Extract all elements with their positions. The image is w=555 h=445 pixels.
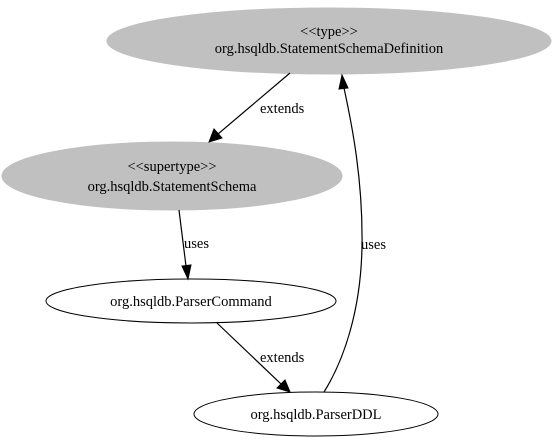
node-parser-ddl[interactable]: org.hsqldb.ParserDDL (193, 391, 439, 437)
edge-definition-extends-schema-label: extends (260, 101, 305, 117)
node-statement-schema-definition[interactable]: <<type>> org.hsqldb.StatementSchemaDefin… (106, 7, 552, 75)
edge-ddl-uses-definition: uses (323, 73, 386, 393)
node-statement-schema[interactable]: <<supertype>> org.hsqldb.StatementSchema (1, 141, 343, 211)
node-statement-schema-label: org.hsqldb.StatementSchema (88, 179, 257, 195)
node-parser-command[interactable]: org.hsqldb.ParserCommand (45, 278, 337, 324)
edge-schema-uses-command-label: uses (184, 236, 209, 252)
node-statement-schema-definition-label: org.hsqldb.StatementSchemaDefinition (215, 41, 444, 57)
edge-command-extends-ddl: extends (216, 322, 305, 393)
edge-schema-uses-command-line (178, 209, 187, 267)
node-parser-command-label: org.hsqldb.ParserCommand (110, 294, 272, 310)
edge-schema-uses-command-arrowhead (181, 264, 192, 281)
edge-ddl-uses-definition-label: uses (361, 237, 386, 253)
edge-definition-extends-schema-arrowhead (208, 128, 223, 143)
node-parser-ddl-label: org.hsqldb.ParserDDL (250, 407, 381, 423)
edge-ddl-uses-definition-line (323, 87, 363, 393)
node-statement-schema-stereotype: <<supertype>> (127, 159, 216, 175)
node-parser-command-shape (45, 278, 337, 324)
node-statement-schema-definition-shape (106, 7, 552, 75)
edge-command-extends-ddl-label: extends (260, 350, 305, 366)
edge-definition-extends-schema: extends (208, 72, 305, 143)
edge-schema-uses-command: uses (178, 209, 209, 281)
edge-command-extends-ddl-line (216, 322, 282, 385)
edge-command-extends-ddl-arrowhead (276, 379, 291, 393)
edge-ddl-uses-definition-arrowhead (338, 73, 349, 90)
node-statement-schema-shape (1, 141, 343, 211)
node-parser-ddl-shape (193, 391, 439, 437)
edge-definition-extends-schema-line (217, 72, 291, 135)
node-statement-schema-definition-stereotype: <<type>> (300, 24, 358, 40)
